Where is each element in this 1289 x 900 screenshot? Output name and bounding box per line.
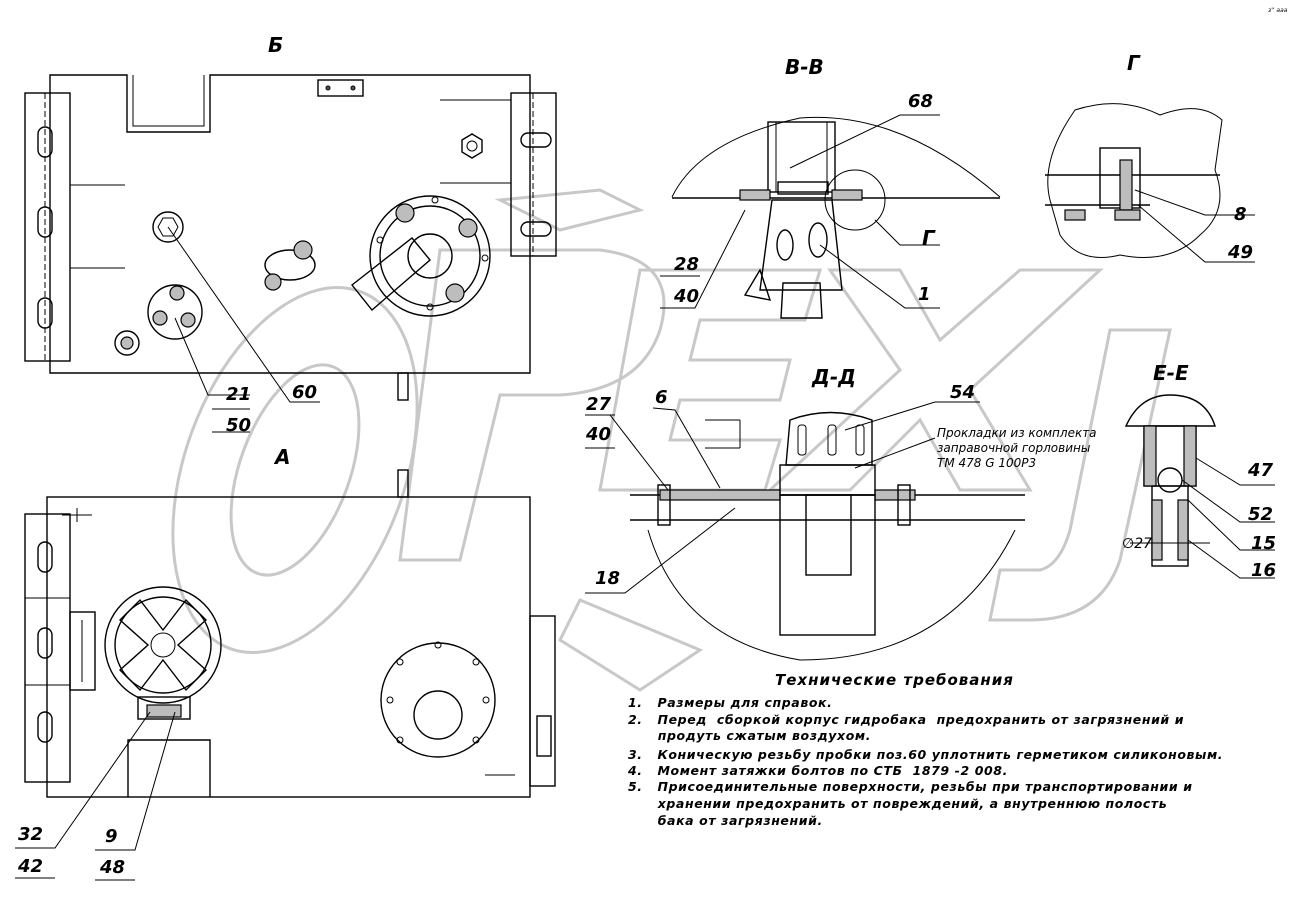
view-label-b: Б bbox=[268, 33, 283, 57]
callout-32: 32 bbox=[18, 824, 43, 845]
callout-28: 28 bbox=[674, 254, 699, 275]
view-ref-g: Г bbox=[922, 226, 936, 250]
view-label-g: Г bbox=[1127, 51, 1141, 75]
view-v-v-drawing: В-В 68 28 40 1 Г bbox=[660, 55, 1001, 319]
corner-mark: з'' ааа bbox=[1268, 7, 1288, 14]
view-d-d-drawing: Д-Д 27 40 6 18 54 Прокладки из комплекта… bbox=[585, 365, 1097, 661]
view-label-e-e: Е-Е bbox=[1153, 361, 1189, 385]
callout-48: 48 bbox=[99, 857, 125, 878]
callout-52: 52 bbox=[1248, 504, 1273, 525]
callout-1: 1 bbox=[918, 284, 931, 305]
gasket-note-line1: Прокладки из комплекта bbox=[937, 426, 1097, 440]
callout-9: 9 bbox=[105, 826, 118, 847]
view-g-drawing: Г 8 49 bbox=[1045, 51, 1255, 263]
requirement-line: 5. Присоединительные поверхности, резьбы… bbox=[628, 779, 1193, 794]
requirement-line: 2. Перед сборкой корпус гидробака предох… bbox=[628, 712, 1184, 727]
view-label-d-d: Д-Д bbox=[811, 365, 856, 389]
view-label-v-v: В-В bbox=[785, 55, 824, 79]
requirements-title: Технические требования bbox=[775, 671, 1014, 689]
callout-49: 49 bbox=[1227, 242, 1253, 263]
dimension-d27: ∅27 bbox=[1122, 536, 1152, 552]
callout-21: 21 bbox=[226, 384, 251, 405]
view-label-a: А bbox=[273, 445, 290, 469]
requirement-line: бака от загрязнений. bbox=[628, 813, 823, 828]
callout-54: 54 bbox=[950, 382, 975, 403]
requirement-line: хранении предохранить от повреждений, а … bbox=[628, 796, 1167, 811]
callout-60: 60 bbox=[292, 382, 317, 403]
callout-42: 42 bbox=[17, 856, 43, 877]
requirement-line: продуть сжатым воздухом. bbox=[628, 728, 871, 743]
view-b-drawing: Б bbox=[24, 33, 557, 436]
view-a-drawing: А bbox=[15, 445, 556, 881]
callout-40b: 40 bbox=[585, 424, 611, 445]
callout-47: 47 bbox=[1247, 460, 1274, 481]
gasket-note-line3: ТМ 478 G 100Р3 bbox=[937, 456, 1036, 470]
callout-8: 8 bbox=[1234, 204, 1247, 225]
callout-68: 68 bbox=[908, 91, 933, 112]
callout-15: 15 bbox=[1251, 533, 1276, 554]
watermark bbox=[171, 188, 1172, 692]
requirement-line: 1. Размеры для справок. bbox=[628, 695, 832, 710]
technical-requirements: Технические требования 1. Размеры для сп… bbox=[627, 671, 1223, 828]
callout-27: 27 bbox=[586, 394, 612, 415]
callout-6: 6 bbox=[655, 387, 668, 408]
callout-18: 18 bbox=[595, 568, 620, 589]
callout-50: 50 bbox=[226, 415, 251, 436]
callout-16: 16 bbox=[1251, 560, 1276, 581]
gasket-note-line2: заправочной горловины bbox=[937, 441, 1090, 455]
requirement-line: 4. Момент затяжки болтов по СТБ 1879 -2 … bbox=[627, 763, 1008, 778]
callout-40a: 40 bbox=[673, 286, 699, 307]
view-e-e-drawing: Е-Е 47 52 15 16 ∅27 bbox=[1122, 361, 1276, 581]
requirement-line: 3. Коническую резьбу пробки поз.60 уплот… bbox=[628, 747, 1223, 762]
